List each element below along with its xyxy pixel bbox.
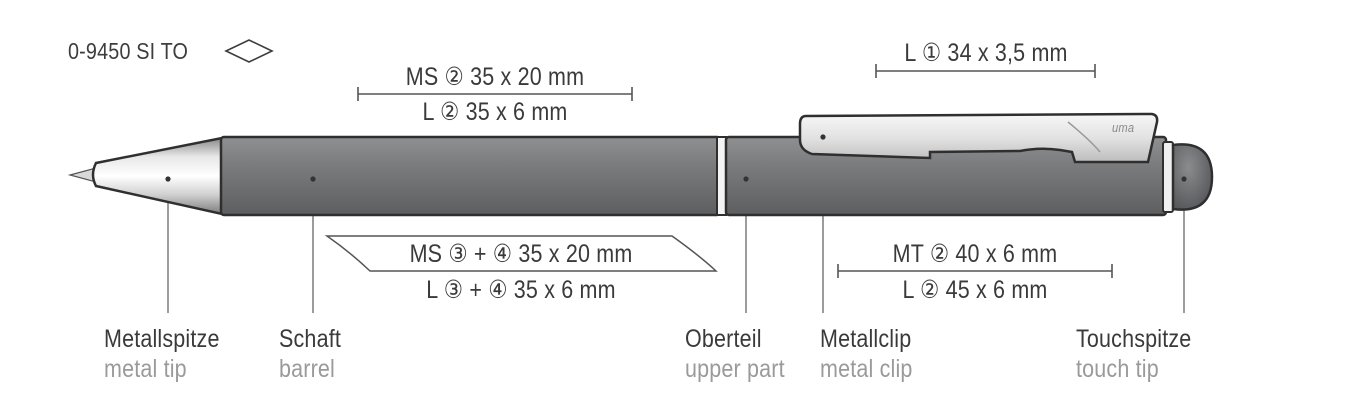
pen-clip-highlight <box>1067 121 1101 153</box>
part-label-de: Metallclip <box>820 325 912 353</box>
spec-upper-part-line1: MT ② 40 x 6 mm <box>892 240 1058 268</box>
pen-barrel <box>219 135 722 217</box>
part-label-de: Touchspitze <box>1076 325 1192 353</box>
part-label-en: metal clip <box>820 355 913 383</box>
pen-metal-clip <box>798 112 1159 164</box>
marker-dot-barrel <box>310 176 316 182</box>
part-label-de: Schaft <box>279 325 341 353</box>
marker-dot-upper-part <box>743 176 749 182</box>
spec-clip-line1: L ① 34 x 3,5 mm <box>904 39 1068 67</box>
marker-dot-touch-tip <box>1181 176 1187 182</box>
part-label-en: barrel <box>279 355 336 383</box>
ruler-barrel-top <box>357 87 633 101</box>
part-label-en: metal tip <box>104 355 187 383</box>
spec-upper-part-line2: L ② 45 x 6 mm <box>902 276 1048 304</box>
ruler-upper-part <box>837 264 1113 278</box>
marker-dot-metal-tip <box>165 176 171 182</box>
spec-barrel-top-line1: MS ② 35 x 20 mm <box>405 63 585 91</box>
pen-top-ring <box>1162 141 1174 213</box>
product-code: 0-9450 SI TO <box>68 38 189 64</box>
marker-dot-metal-clip <box>820 134 826 140</box>
part-label-en: upper part <box>685 355 785 383</box>
spec-barrel-wrap-line2: L ③ + ④ 35 x 6 mm <box>426 276 616 304</box>
spec-barrel-wrap-line1: MS ③ + ④ 35 x 20 mm <box>409 240 633 268</box>
wrap-print-area-outline <box>324 235 718 272</box>
spec-barrel-top-line2: L ② 35 x 6 mm <box>422 98 568 126</box>
pen-touch-tip <box>1171 143 1214 211</box>
diamond-icon <box>224 39 274 63</box>
part-label-en: touch tip <box>1076 355 1159 383</box>
ruler-clip <box>875 64 1096 78</box>
brand-mark: uma <box>1112 120 1135 135</box>
pen <box>67 112 1214 217</box>
part-label-de: Oberteil <box>685 325 762 353</box>
pen-center-ring <box>716 136 727 216</box>
part-label-de: Metallspitze <box>104 325 220 353</box>
pen-metal-tip <box>91 136 224 216</box>
